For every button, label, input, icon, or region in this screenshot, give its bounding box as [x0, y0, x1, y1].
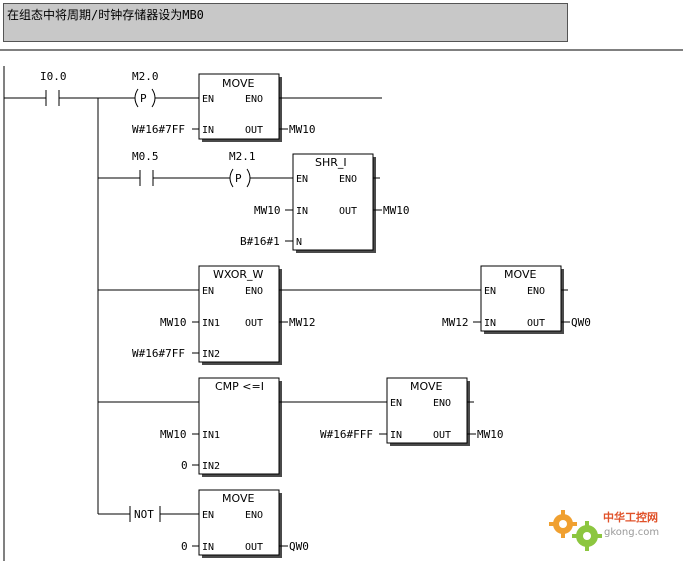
wxor-block[interactable]: [198, 265, 280, 363]
cmp-block[interactable]: [198, 377, 280, 475]
move3-en: EN: [390, 398, 402, 409]
move4-en: EN: [202, 510, 214, 521]
shr-out-operand: MW10: [383, 204, 410, 217]
wxor-in1-operand: MW10: [160, 316, 187, 329]
wxor-out-pin: OUT: [245, 318, 263, 329]
shr-in-operand: MW10: [254, 204, 281, 217]
move1-in-operand: W#16#7FF: [132, 123, 185, 136]
move4-out-pin: OUT: [245, 542, 263, 553]
contact-m05-label: M0.5: [132, 150, 159, 163]
move4-eno: ENO: [245, 510, 263, 521]
move1-eno: ENO: [245, 94, 263, 105]
move3-out-pin: OUT: [433, 430, 451, 441]
move2-title: MOVE: [504, 268, 536, 281]
edge-p-label: P: [235, 172, 242, 185]
move4-in-operand: 0: [181, 540, 188, 553]
move4-title: MOVE: [222, 492, 254, 505]
move2-in-pin: IN: [484, 318, 496, 329]
shr-out-pin: OUT: [339, 206, 357, 217]
shr-en: EN: [296, 174, 308, 185]
move1-out-pin: OUT: [245, 125, 263, 136]
move3-in-operand: W#16#FFF: [320, 428, 373, 441]
edge-m21-label: M2.1: [229, 150, 256, 163]
move3-block[interactable]: [386, 377, 468, 444]
move1-out-operand: MW10: [289, 123, 316, 136]
move3-title: MOVE: [410, 380, 442, 393]
move2-out-operand: QW0: [571, 316, 591, 329]
move2-block[interactable]: [480, 265, 562, 332]
shr-n-operand: B#16#1: [240, 235, 280, 248]
move3-eno: ENO: [433, 398, 451, 409]
wxor-in1-pin: IN1: [202, 318, 220, 329]
move1-block[interactable]: [198, 73, 280, 140]
cmp-in2-operand: 0: [181, 459, 188, 472]
contact-m05[interactable]: [139, 170, 154, 186]
cmp-in2-pin: IN2: [202, 461, 220, 472]
wxor-eno: ENO: [245, 286, 263, 297]
cmp-title: CMP <=I: [215, 380, 264, 393]
shr-block[interactable]: [292, 153, 374, 251]
move2-in-operand: MW12: [442, 316, 469, 329]
shr-eno: ENO: [339, 174, 357, 185]
watermark-title: 中华工控网: [603, 510, 658, 524]
move2-en: EN: [484, 286, 496, 297]
wxor-title: WXOR_W: [213, 268, 264, 281]
shr-title: SHR_I: [315, 156, 347, 169]
network-comment-bar: 在组态中将周期/时钟存储器设为MB0: [3, 3, 568, 42]
move4-in-pin: IN: [202, 542, 214, 553]
contact-i00[interactable]: [45, 90, 60, 106]
move2-out-pin: OUT: [527, 318, 545, 329]
move4-block[interactable]: [198, 489, 280, 556]
shr-n-pin: N: [296, 237, 302, 248]
cmp-in1-operand: MW10: [160, 428, 187, 441]
wxor-in2-pin: IN2: [202, 349, 220, 360]
watermark-url: gkong.com: [604, 527, 659, 538]
shr-in-pin: IN: [296, 206, 308, 217]
wxor-in2-operand: W#16#7FF: [132, 347, 185, 360]
not-label: NOT: [134, 508, 154, 521]
move1-title: MOVE: [222, 77, 254, 90]
move1-en: EN: [202, 94, 214, 105]
move3-out-operand: MW10: [477, 428, 504, 441]
move1-in-pin: IN: [202, 125, 214, 136]
wxor-en: EN: [202, 286, 214, 297]
edge-p-label: P: [140, 92, 147, 105]
move2-eno: ENO: [527, 286, 545, 297]
move3-in-pin: IN: [390, 430, 402, 441]
contact-i00-label: I0.0: [40, 70, 67, 83]
wxor-out-operand: MW12: [289, 316, 316, 329]
network-comment: 在组态中将周期/时钟存储器设为MB0: [7, 8, 204, 22]
watermark-gear-icon: [549, 510, 602, 551]
edge-m20-label: M2.0: [132, 70, 159, 83]
move4-out-operand: QW0: [289, 540, 309, 553]
cmp-in1-pin: IN1: [202, 430, 220, 441]
